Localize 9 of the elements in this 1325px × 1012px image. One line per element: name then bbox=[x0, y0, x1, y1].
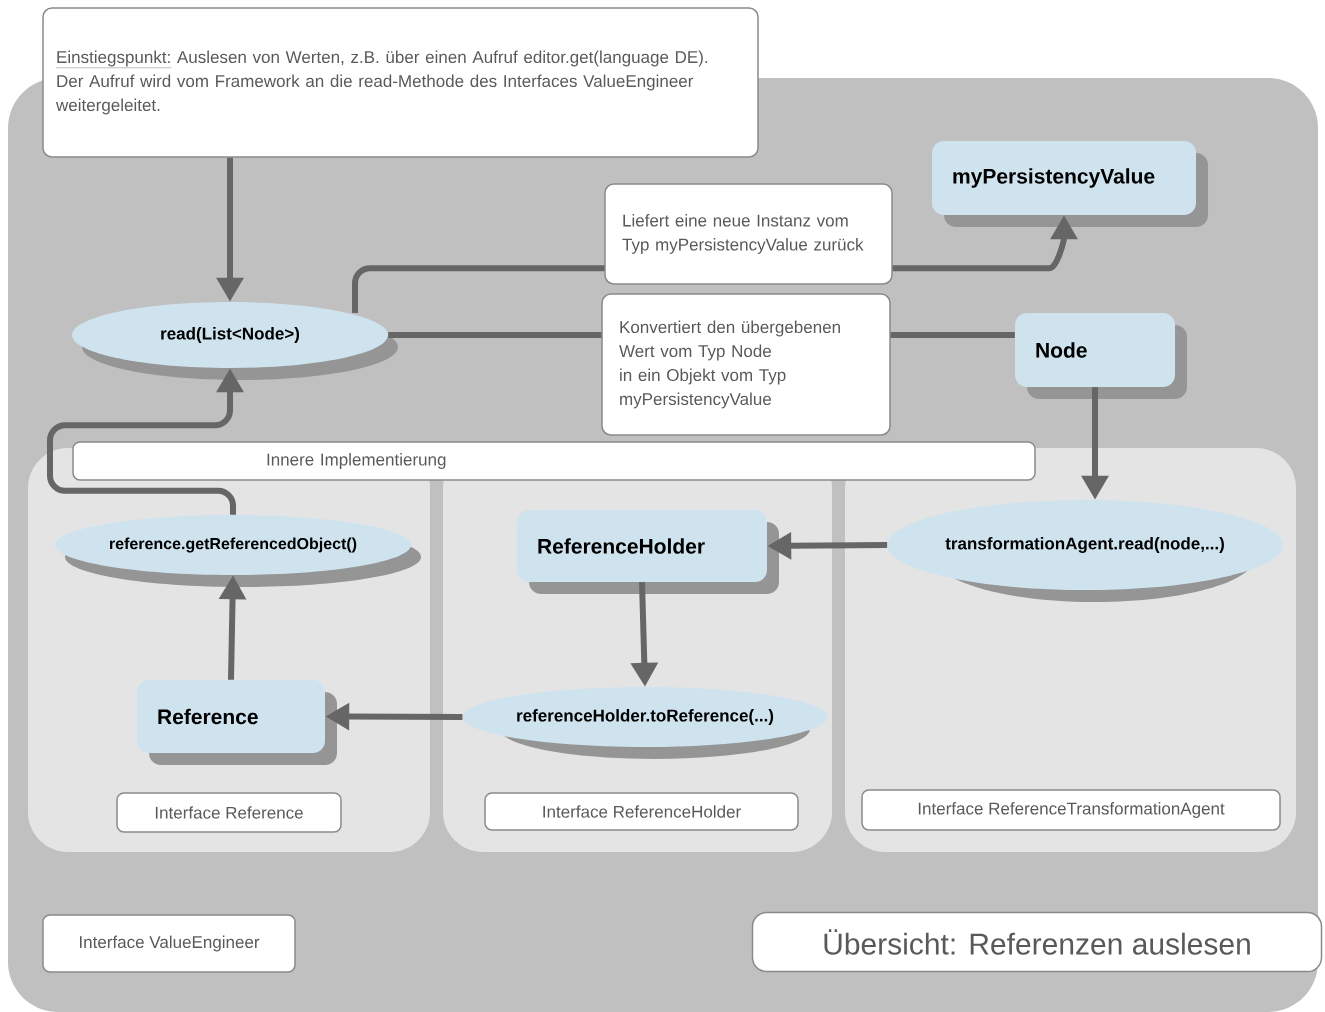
class-box: myPersistencyValue bbox=[932, 141, 1208, 227]
edge-label: Konvertiert den übergebenen Wert vom Typ Node in ein Objekt vom Typ myPersistencyValue bbox=[619, 320, 840, 409]
edge-label: Liefert eine neue Instanz vom Typ myPersistencyValue zurück bbox=[622, 214, 864, 254]
note-box: Einstiegspunkt: Auslesen von Werten, z.B. über einen Aufruf editor.get(language DE). Der Aufruf wird vom Framework an die read-Methode des Interfaces ValueEngineer weitergeleitet. bbox=[42, 7, 759, 158]
title-box: Übersicht: Referenzen auslesen bbox=[751, 911, 1323, 973]
class-box: Node bbox=[1015, 313, 1187, 399]
section-bar: Innere Implementierung bbox=[72, 441, 1036, 481]
class-box: ReferenceHolder bbox=[517, 510, 779, 594]
class-box: Reference bbox=[137, 680, 337, 765]
